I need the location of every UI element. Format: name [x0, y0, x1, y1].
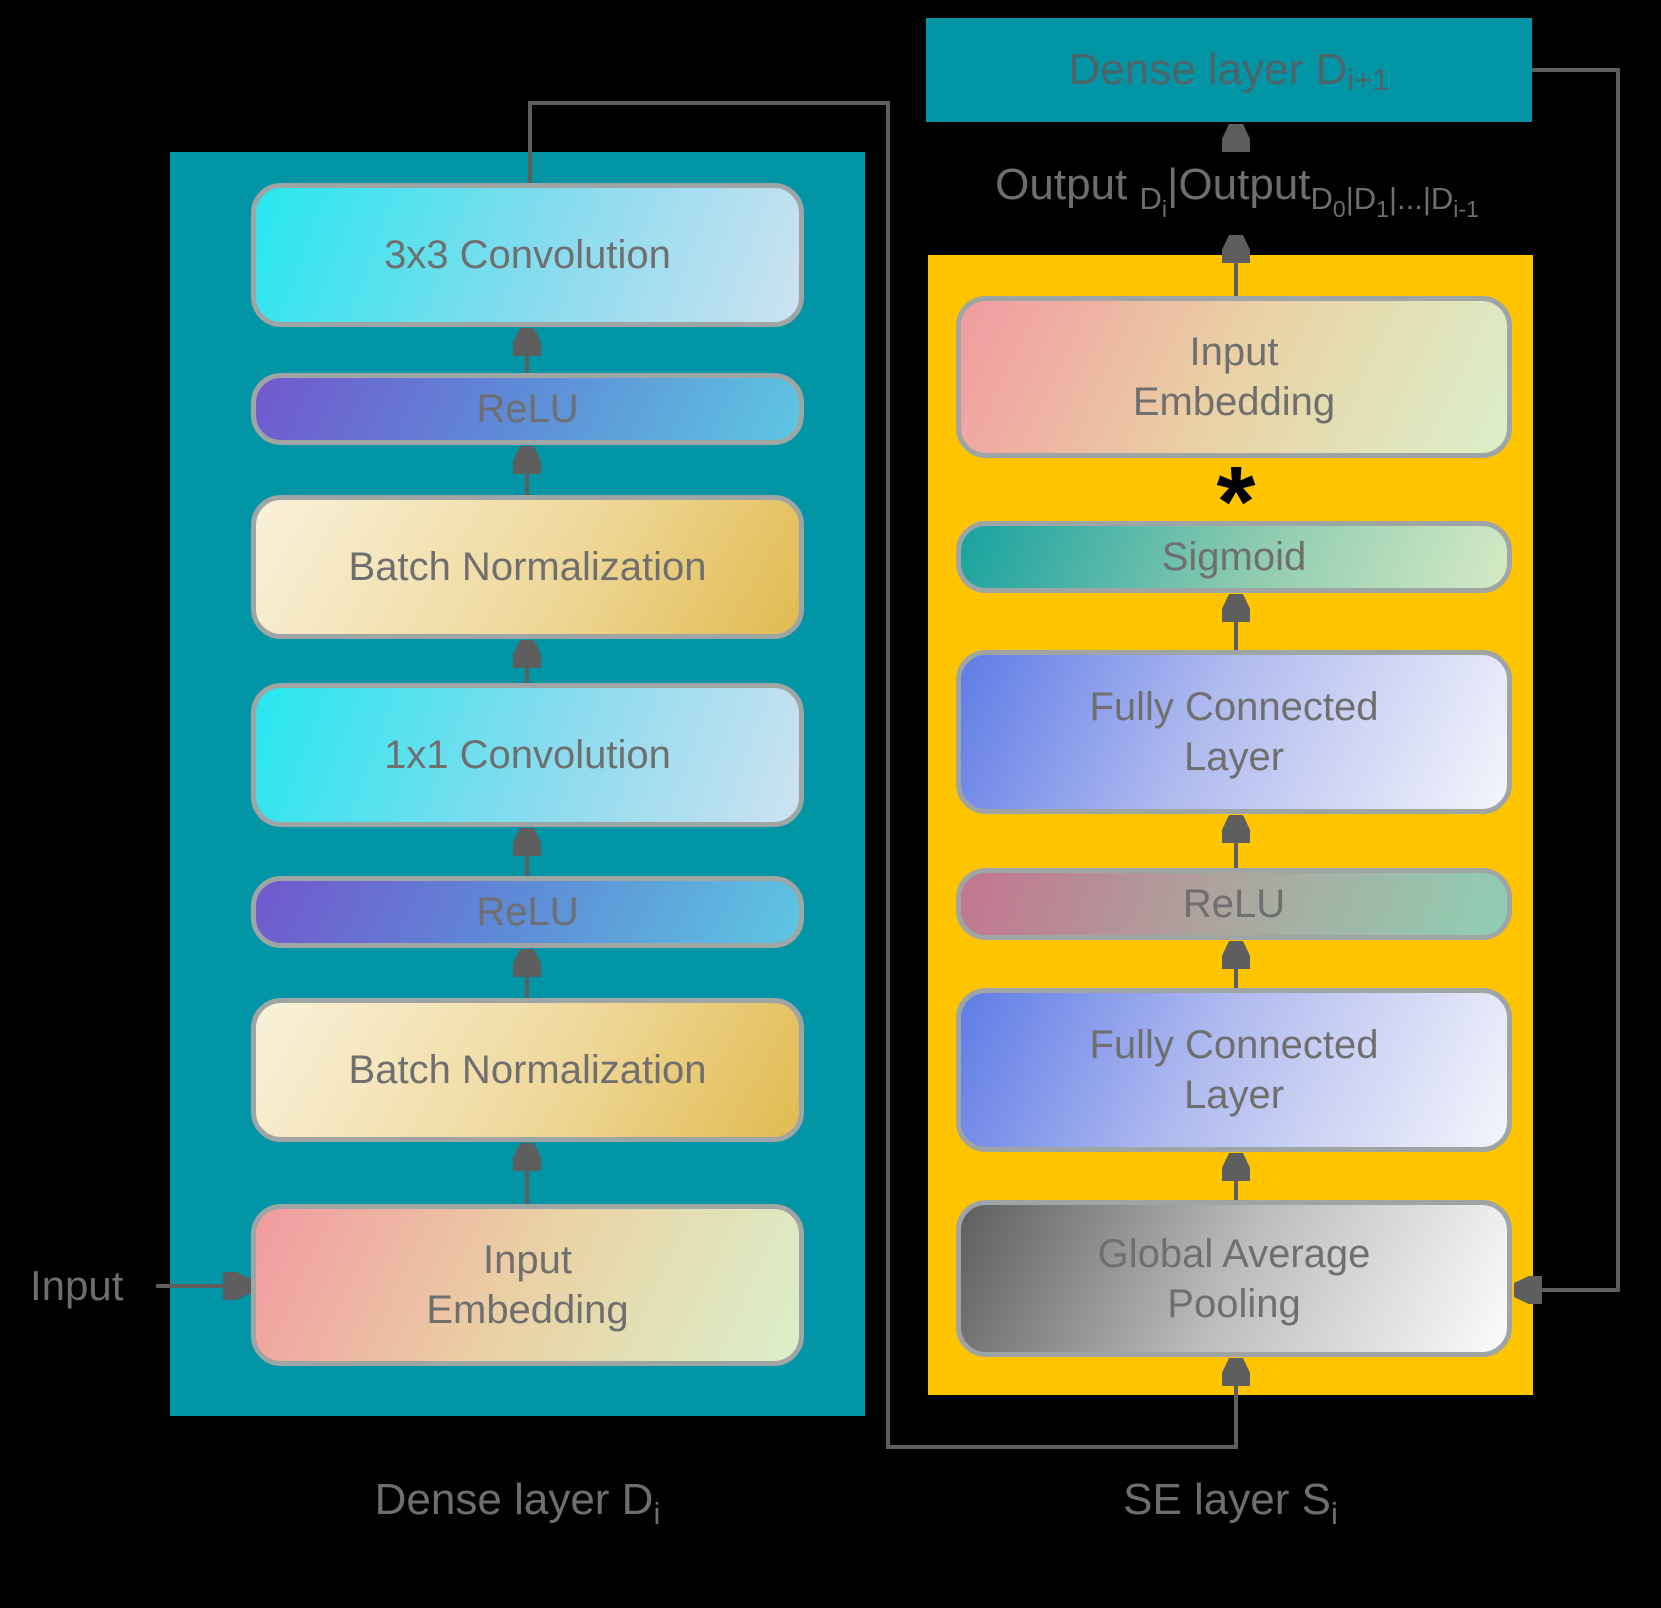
box-fully-connected-bottom-label: Fully Connected Layer: [1089, 1023, 1379, 1117]
box-sigmoid-label: Sigmoid: [1161, 535, 1307, 579]
box-dense-input-embedding-label: Input Embedding: [426, 1238, 629, 1332]
se-panel-caption-text: SE layer S: [1123, 1475, 1331, 1524]
output-word2: |Output: [1166, 160, 1311, 209]
output-sub2b-script: 1: [1376, 196, 1389, 222]
dense-panel-caption: Dense layer Di: [170, 1472, 865, 1532]
box-fully-connected-top-label: Fully Connected Layer: [1089, 685, 1379, 779]
se-panel-caption: SE layer Si: [928, 1472, 1533, 1532]
output-sub2b-base: |D: [1345, 181, 1377, 216]
box-global-average-pooling: Global Average Pooling: [956, 1200, 1512, 1357]
wire-dense-output-to-se-input: [528, 101, 1236, 1449]
box-se-relu: ReLU: [956, 868, 1512, 940]
box-global-average-pooling-label: Global Average Pooling: [1097, 1231, 1371, 1326]
box-3x3-convolution-label: 3x3 Convolution: [384, 233, 671, 277]
box-dense-relu-bottom: ReLU: [251, 876, 804, 948]
box-batch-normalization-bottom-label: Batch Normalization: [348, 1048, 707, 1092]
box-se-input-embedding: Input Embedding: [956, 296, 1512, 458]
box-1x1-convolution-label: 1x1 Convolution: [384, 733, 671, 777]
box-3x3-convolution: 3x3 Convolution: [251, 183, 804, 327]
box-batch-normalization-top-label: Batch Normalization: [348, 545, 707, 589]
box-dense-relu-top: ReLU: [251, 373, 804, 445]
output-concat-label: Output Di|OutputD0|D1|...|Di-1: [930, 148, 1544, 222]
wire-next-dense-skip-to-gap: [1517, 68, 1620, 1290]
output-sub2a-base: D: [1310, 181, 1333, 216]
box-fully-connected-bottom: Fully Connected Layer: [956, 988, 1512, 1152]
box-batch-normalization-top: Batch Normalization: [251, 495, 804, 639]
box-1x1-convolution: 1x1 Convolution: [251, 683, 804, 827]
box-dense-input-embedding: Input Embedding: [251, 1204, 804, 1366]
output-sub2c-base: |...|D: [1388, 181, 1454, 216]
box-se-relu-label: ReLU: [1182, 882, 1286, 926]
output-sub1-base: D: [1139, 181, 1162, 216]
dense-panel-caption-subscript: i: [653, 1496, 661, 1531]
box-fully-connected-top: Fully Connected Layer: [956, 650, 1512, 814]
box-batch-normalization-bottom: Batch Normalization: [251, 998, 804, 1142]
input-label: Input: [30, 1262, 124, 1309]
box-se-input-embedding-label: Input Embedding: [1132, 330, 1336, 424]
output-sub1-script: i: [1161, 196, 1167, 222]
output-sub2a-script: 0: [1332, 196, 1346, 222]
box-sigmoid: Sigmoid: [956, 521, 1512, 593]
next-dense-layer-subscript: i+1: [1347, 62, 1390, 97]
next-dense-layer-label: Dense layer D: [1068, 45, 1348, 94]
se-panel-caption-subscript: i: [1330, 1496, 1338, 1531]
box-dense-relu-bottom-label: ReLU: [476, 890, 579, 934]
output-word1: Output: [995, 160, 1140, 209]
box-dense-relu-top-label: ReLU: [476, 387, 579, 431]
dense-panel-caption-text: Dense layer D: [374, 1475, 654, 1524]
output-sub2c-script: i-1: [1453, 196, 1479, 222]
